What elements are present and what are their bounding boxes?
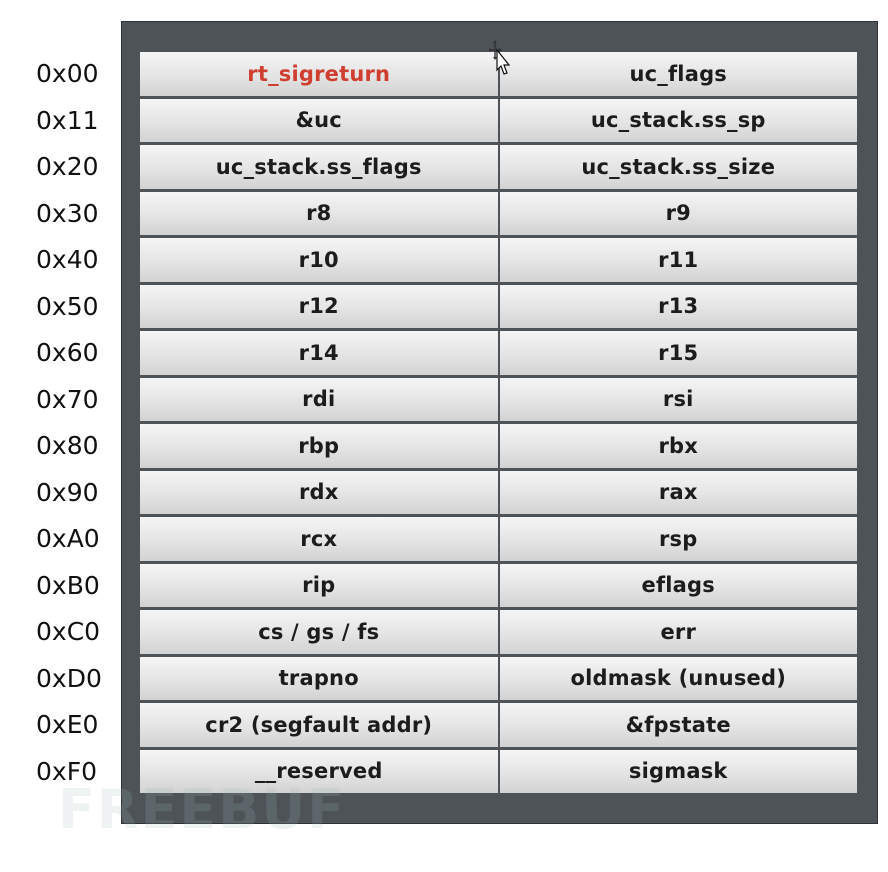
sigframe-cell: &uc [140, 98, 498, 142]
sigframe-row: 0xA0 rcx rsp [36, 517, 857, 561]
row-offset-label: 0xB0 [36, 570, 100, 600]
row-offset-label: 0xF0 [36, 756, 97, 786]
sigframe-row: 0x11 &uc uc_stack.ss_sp [36, 98, 857, 142]
row-offset-label: 0xC0 [36, 617, 101, 647]
sigframe-cell: r9 [499, 191, 857, 235]
row-offset-label: 0x40 [36, 245, 99, 275]
row-offset-label: 0x30 [36, 198, 99, 228]
sigframe-row: 0x60 r14 r15 [36, 331, 857, 375]
sigframe-cell: uc_stack.ss_size [499, 145, 857, 189]
sigframe-cell: eflags [499, 563, 857, 607]
sigframe-cell: uc_flags [499, 52, 857, 96]
sigframe-cell: err [499, 610, 857, 654]
row-offset-label: 0x90 [36, 477, 99, 507]
watermark-logo: FREEBUF [58, 778, 347, 841]
sigframe-row: 0x00 rt_sigreturn uc_flags [36, 52, 857, 96]
arrow-cursor-with-move-icon [489, 40, 511, 75]
row-offset-label: 0x20 [36, 152, 99, 182]
sigframe-table: 0x00 rt_sigreturn uc_flags 0x11 &uc uc_s… [36, 52, 857, 793]
sigframe-cell: rdx [140, 470, 498, 514]
sigframe-cell: uc_stack.ss_flags [140, 145, 498, 189]
row-offset-label: 0x11 [36, 105, 99, 135]
sigframe-row: 0x30 r8 r9 [36, 191, 857, 235]
sigframe-cell: cr2 (segfault addr) [140, 703, 498, 747]
sigframe-row: 0x40 r10 r11 [36, 238, 857, 282]
sigframe-cell: r11 [499, 238, 857, 282]
sigframe-cell: r14 [140, 331, 498, 375]
sigframe-cell: rbx [499, 424, 857, 468]
row-offset-label: 0xD0 [36, 663, 102, 693]
sigframe-row: 0x50 r12 r13 [36, 284, 857, 328]
sigframe-cell: uc_stack.ss_sp [499, 98, 857, 142]
sigframe-row: 0x20 uc_stack.ss_flags uc_stack.ss_size [36, 145, 857, 189]
sigframe-cell: r8 [140, 191, 498, 235]
sigframe-cell: rip [140, 563, 498, 607]
sigframe-row: 0x70 rdi rsi [36, 377, 857, 421]
sigframe-cell: rbp [140, 424, 498, 468]
sigframe-cell: trapno [140, 656, 498, 700]
sigframe-cell: rsp [499, 517, 857, 561]
sigframe-cell: rt_sigreturn [140, 52, 498, 96]
sigframe-row: 0xF0 __reserved sigmask [36, 749, 857, 793]
sigframe-cell: oldmask (unused) [499, 656, 857, 700]
sigframe-row: 0x80 rbp rbx [36, 424, 857, 468]
sigframe-cell: r10 [140, 238, 498, 282]
sigframe-row: 0xD0 trapno oldmask (unused) [36, 656, 857, 700]
sigframe-cell: &fpstate [499, 703, 857, 747]
sigframe-cell: r15 [499, 331, 857, 375]
sigframe-cell: rdi [140, 377, 498, 421]
row-offset-label: 0x00 [36, 59, 99, 89]
row-offset-label: 0xE0 [36, 710, 99, 740]
sigframe-cell: r12 [140, 284, 498, 328]
sigframe-row: 0xB0 rip eflags [36, 563, 857, 607]
sigframe-cell: __reserved [140, 749, 498, 793]
sigframe-cell: sigmask [499, 749, 857, 793]
sigframe-cell: r13 [499, 284, 857, 328]
row-offset-label: 0xA0 [36, 524, 100, 554]
row-offset-label: 0x60 [36, 338, 99, 368]
sigframe-row: 0x90 rdx rax [36, 470, 857, 514]
sigframe-cell: rsi [499, 377, 857, 421]
sigframe-cell: cs / gs / fs [140, 610, 498, 654]
sigframe-cell: rcx [140, 517, 498, 561]
sigframe-row: 0xC0 cs / gs / fs err [36, 610, 857, 654]
sigframe-cell: rax [499, 470, 857, 514]
sigframe-row: 0xE0 cr2 (segfault addr) &fpstate [36, 703, 857, 747]
row-offset-label: 0x50 [36, 291, 99, 321]
row-offset-label: 0x80 [36, 431, 99, 461]
row-offset-label: 0x70 [36, 384, 99, 414]
